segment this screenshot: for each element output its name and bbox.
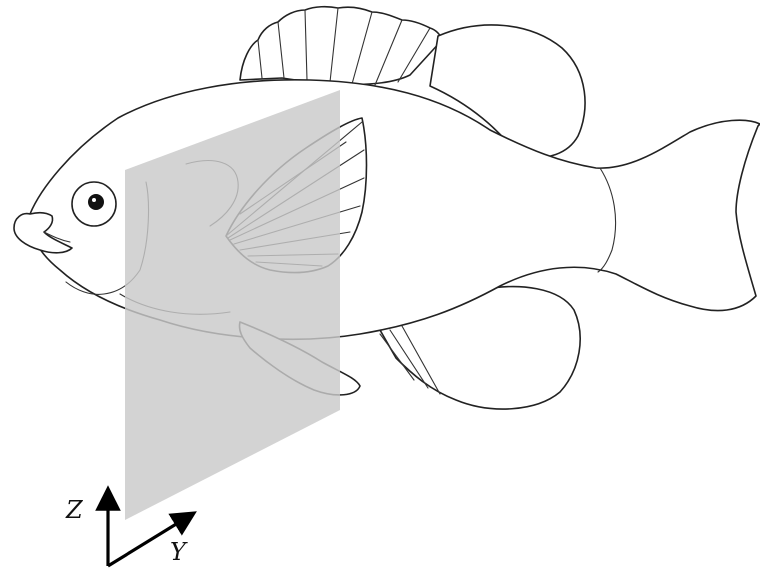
y-axis-label: Y bbox=[170, 538, 188, 566]
fish-eye bbox=[72, 182, 116, 226]
dorsal-fin-spiny bbox=[240, 7, 442, 85]
z-axis-label: Z bbox=[65, 496, 84, 524]
